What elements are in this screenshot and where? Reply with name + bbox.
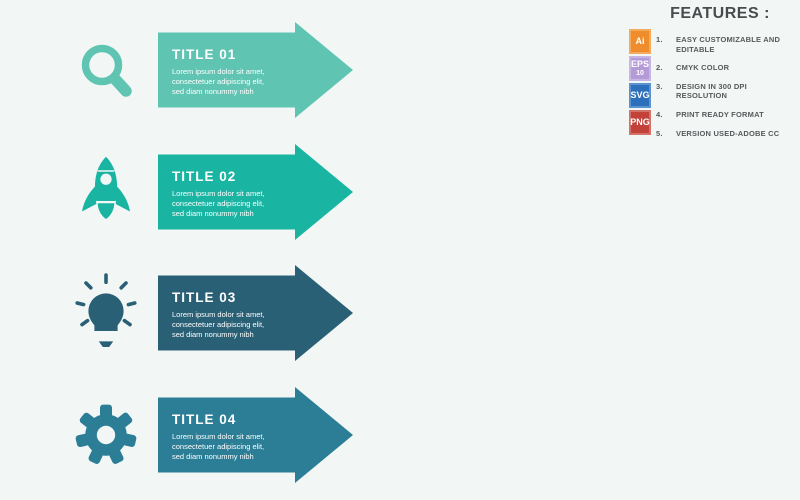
step-body-text: Lorem ipsum dolor sit amet, consectetuer… [172,189,265,218]
step-arrow-3: TITLE 03 Lorem ipsum dolor sit amet, con… [158,265,353,361]
step-title: TITLE 03 [172,290,237,305]
step-title: TITLE 01 [172,47,237,62]
lightbulb-icon [72,271,140,355]
step-arrow-1: TITLE 01 Lorem ipsum dolor sit amet, con… [158,22,353,118]
step-body-text: Lorem ipsum dolor sit amet, consectetuer… [172,432,265,461]
arrow-shape [158,22,353,118]
feature-item: 4. PRINT READY FORMAT [656,110,764,120]
eps-format-icon: EPS 10 [629,56,651,81]
step-arrow-4: TITLE 04 Lorem ipsum dolor sit amet, con… [158,387,353,483]
rocket-icon [72,154,140,230]
step-row-1: TITLE 01 Lorem ipsum dolor sit amet, con… [0,22,420,118]
arrow-shape [158,144,353,240]
magnifier-icon [72,41,140,99]
step-title: TITLE 02 [172,169,237,184]
arrow-shape [158,265,353,361]
ai-format-icon: Ai [629,29,651,54]
format-badge-column: Ai EPS 10 SVG PNG [629,29,651,137]
step-row-2: TITLE 02 Lorem ipsum dolor sit amet, con… [0,144,420,240]
png-format-icon: PNG [629,110,651,135]
step-title: TITLE 04 [172,412,237,427]
step-row-4: TITLE 04 Lorem ipsum dolor sit amet, con… [0,387,420,483]
feature-item: 3. DESIGN IN 300 DPI RESOLUTION [656,81,747,101]
arrow-shape [158,387,353,483]
step-row-3: TITLE 03 Lorem ipsum dolor sit amet, con… [0,265,420,361]
feature-list: 1. EASY CUSTOMIZABLE AND EDITABLE 2. CMY… [656,35,800,147]
features-title: FEATURES : [670,5,770,22]
step-body-text: Lorem ipsum dolor sit amet, consectetuer… [172,310,265,339]
feature-item: 1. EASY CUSTOMIZABLE AND EDITABLE [656,35,781,54]
svg-format-icon: SVG [629,83,651,108]
feature-item: 2. CMYK COLOR [656,63,730,73]
feature-item: 5. VERSION USED-ADOBE CC [656,128,780,138]
step-arrow-2: TITLE 02 Lorem ipsum dolor sit amet, con… [158,144,353,240]
step-body-text: Lorem ipsum dolor sit amet, consectetuer… [172,67,265,96]
gear-icon [72,403,140,467]
